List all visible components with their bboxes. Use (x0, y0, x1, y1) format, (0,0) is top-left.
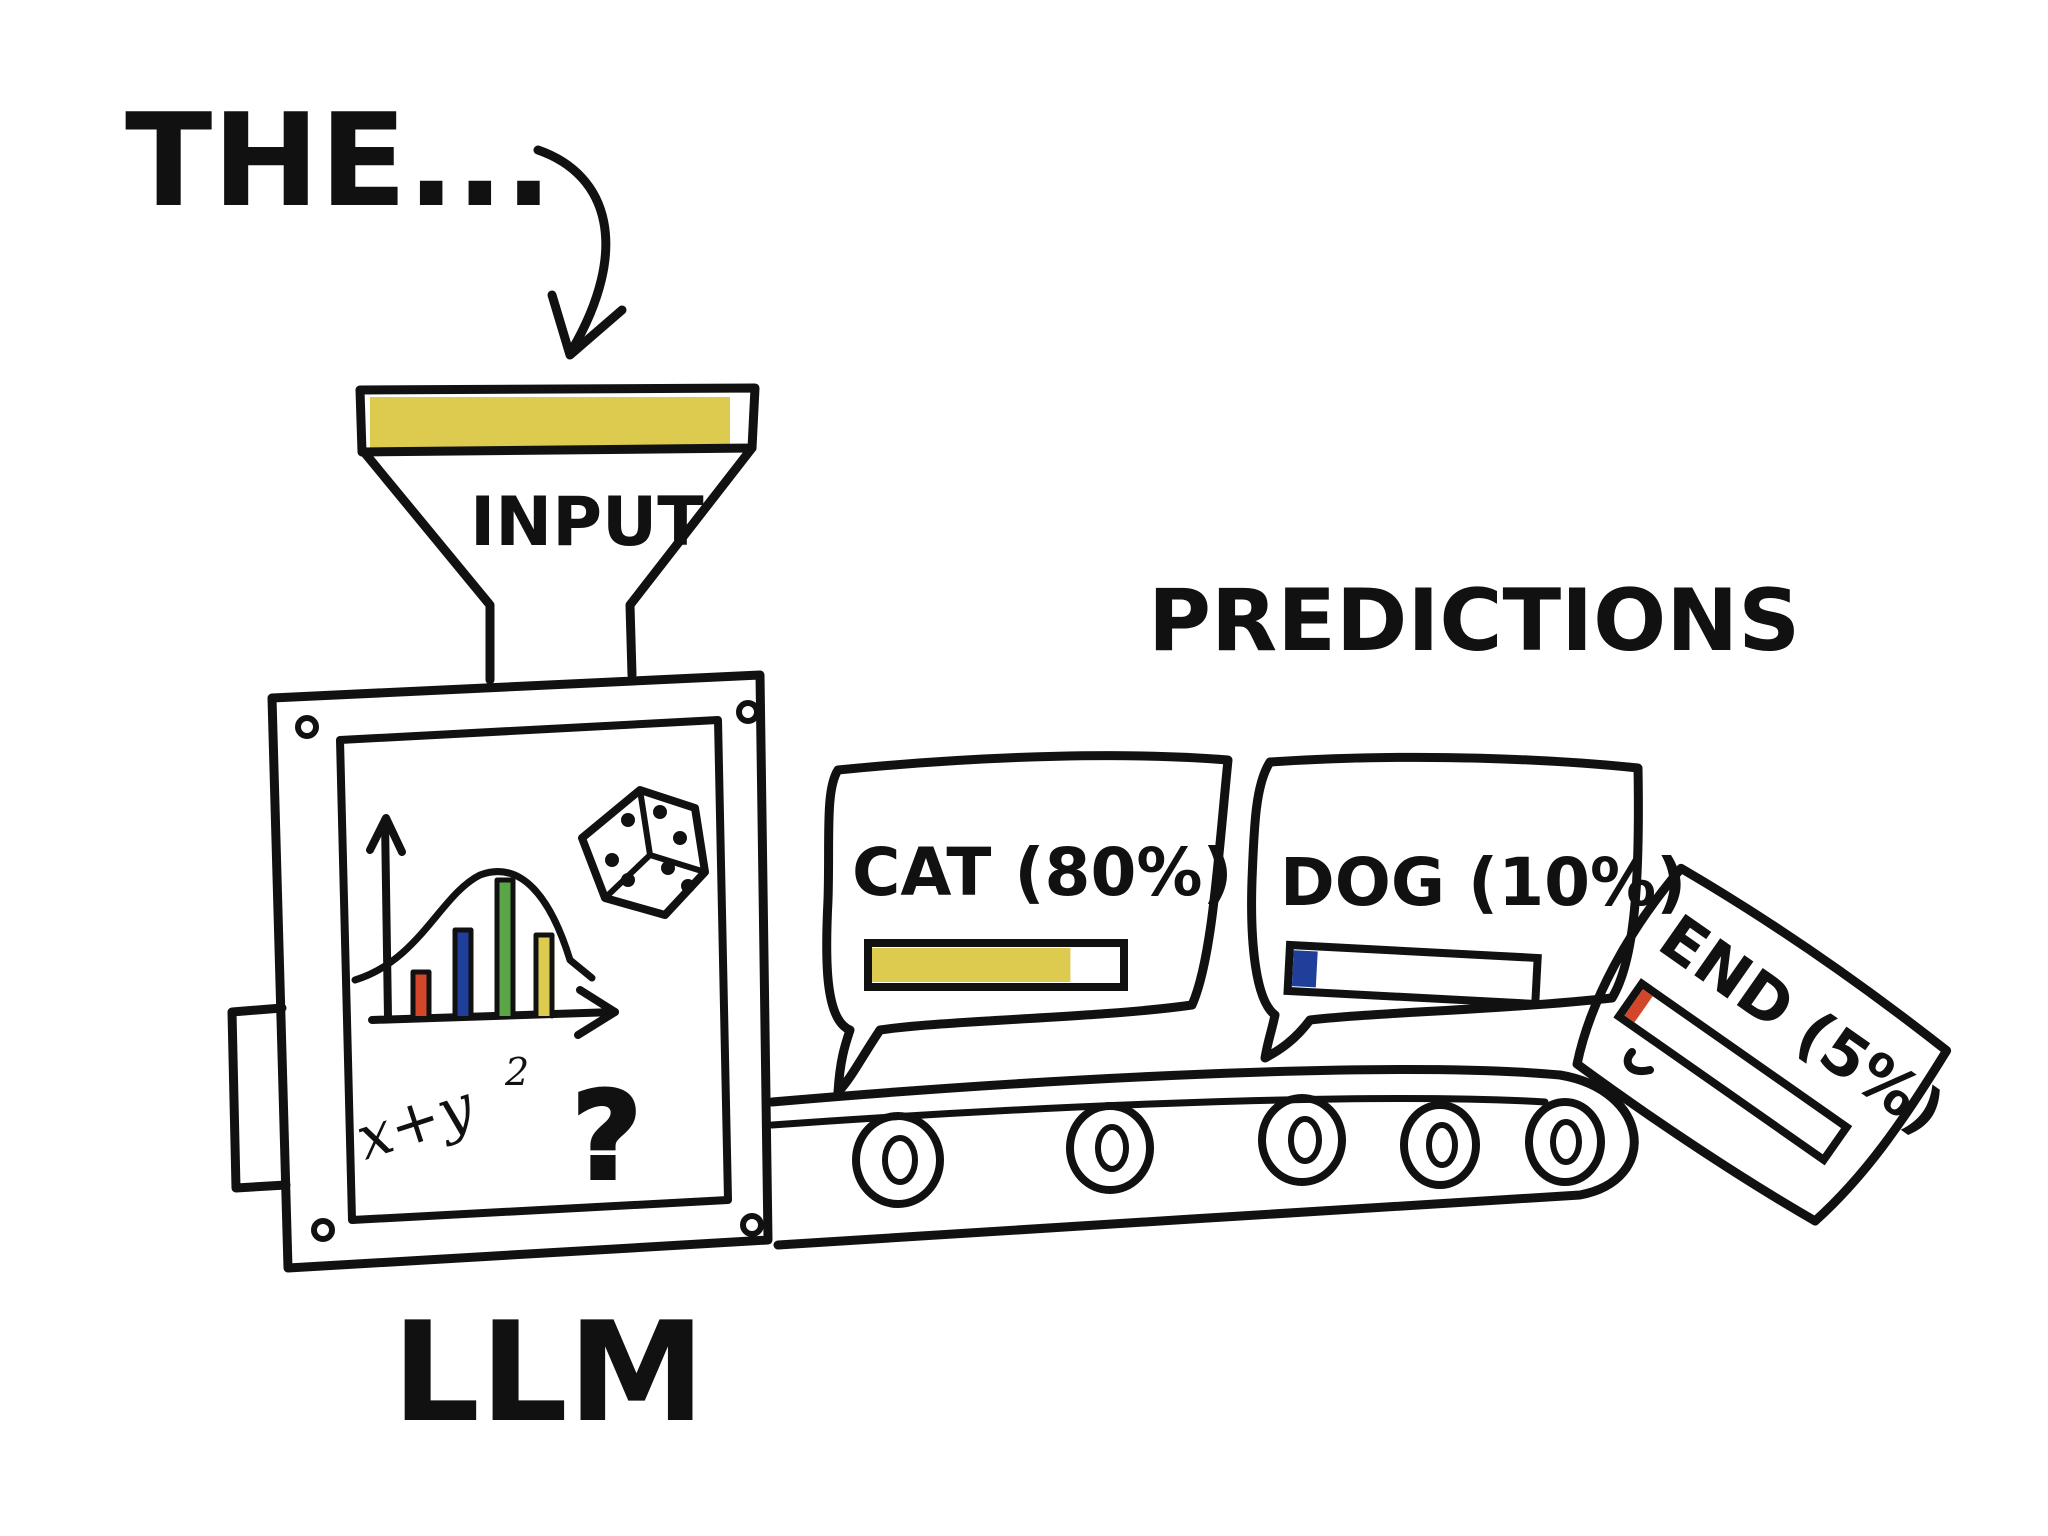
funnel-fill (370, 397, 730, 451)
rivet (740, 1213, 764, 1237)
prediction-card-cat: CAT (80%) (822, 751, 1233, 1097)
prompt-text: THE... (125, 87, 553, 236)
bell-curve-chart-icon (351, 814, 619, 1039)
mini-bar-2 (455, 930, 471, 1016)
probability-track-end (1613, 978, 1853, 1166)
question-mark-icon: ? (572, 1068, 642, 1207)
rivet (311, 1218, 335, 1242)
model-label: LLM (392, 1292, 705, 1453)
llm-machine (227, 670, 773, 1273)
probability-track-dog (1283, 940, 1542, 1009)
probability-track-cat (864, 939, 1128, 991)
mini-bar-3 (497, 880, 513, 1016)
input-label: INPUT (470, 483, 704, 562)
prediction-label-dog: DOG (10%) (1280, 844, 1686, 921)
mini-bar-4 (536, 935, 552, 1016)
probability-fill-end (1624, 989, 1653, 1023)
formula-text: x+y (348, 1071, 483, 1174)
funnel-icon (355, 383, 760, 685)
roller (1066, 1102, 1154, 1194)
conveyor-belt-icon (767, 1065, 1639, 1250)
roller (852, 1112, 944, 1208)
rivet (295, 715, 319, 739)
roller (1258, 1094, 1346, 1186)
probability-fill-cat (872, 948, 1071, 982)
roller (1525, 1098, 1605, 1186)
formula-exponent: 2 (504, 1050, 529, 1094)
mini-bar-1 (413, 972, 429, 1016)
roller (1400, 1101, 1480, 1189)
dice-icon (578, 786, 709, 919)
end-card-tail (1623, 1048, 1654, 1076)
prediction-label-cat: CAT (80%) (852, 834, 1233, 911)
predictions-heading: PREDICTIONS (1148, 571, 1800, 671)
rivet (736, 700, 760, 724)
arrow-icon (533, 145, 627, 360)
prediction-card-dog: DOG (10%) (1247, 752, 1686, 1063)
probability-fill-dog (1291, 950, 1318, 988)
